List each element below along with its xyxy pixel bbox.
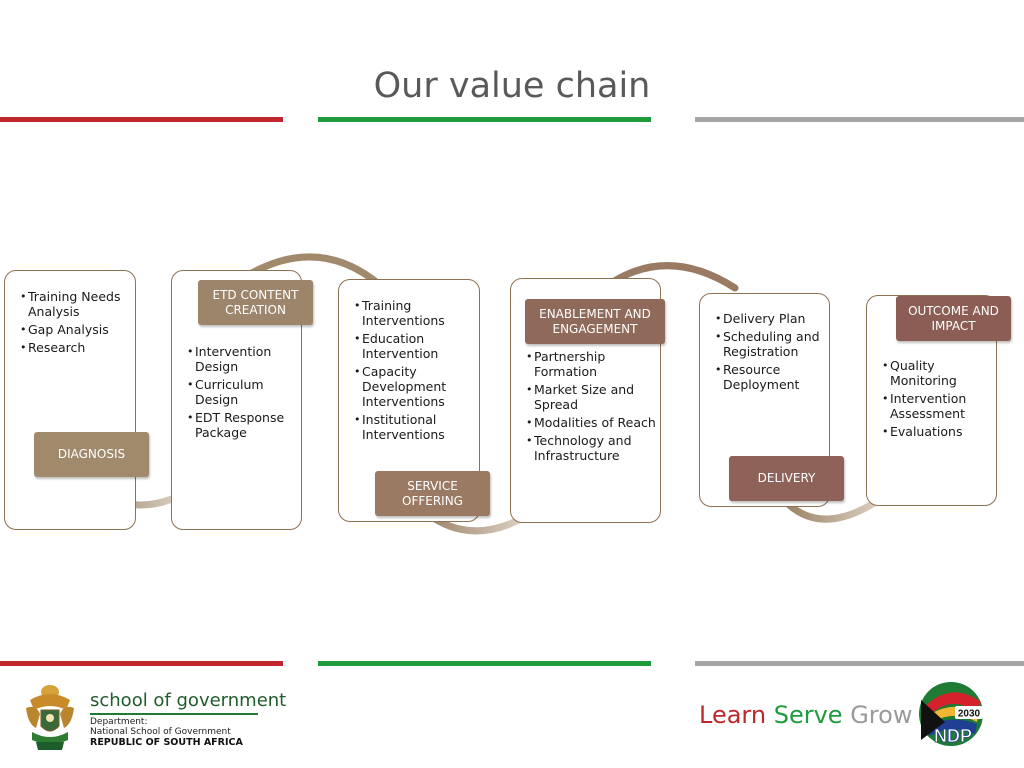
ndp-logo-icon: 2030 NDP [919,682,983,746]
slogan-serve: Serve [773,701,843,729]
stage-label-diagnosis: DIAGNOSIS [34,432,149,477]
top-rule-grey [695,117,1024,122]
top-rule-green [318,117,651,122]
bottom-rule-green [318,661,651,666]
stage-label-content-creation: ETD CONTENT CREATION [198,280,313,325]
department-line-2: National School of Government [90,727,231,737]
list-item: Delivery Plan [715,311,827,326]
list-item: EDT Response Package [187,410,299,440]
list-item: Training Interventions [354,298,474,328]
department-line-1: Department: [90,717,148,727]
list-item: Modalities of Reach [526,415,656,430]
page-title: Our value chain [373,66,651,106]
list-item: Technology and Infrastructure [526,433,656,463]
stage-bullets-diagnosis: Training Needs Analysis Gap Analysis Res… [20,289,132,358]
ndp-text: NDP [934,726,972,746]
department-label: Department: National School of Governmen… [90,717,231,737]
slogan: Learn Serve Grow [699,701,912,729]
stage-bullets-delivery: Delivery Plan Scheduling and Registratio… [715,311,827,395]
list-item: Evaluations [882,424,994,439]
ndp-year: 2030 [958,709,981,720]
list-item: Institutional Interventions [354,412,474,442]
list-item: Gap Analysis [20,322,132,337]
stage-bullets-content-creation: Intervention Design Curriculum Design ED… [187,344,299,443]
stage-bullets-enablement: Partnership Formation Market Size and Sp… [526,349,656,466]
list-item: Curriculum Design [187,377,299,407]
stage-bullets-service-offering: Training Interventions Education Interve… [354,298,474,445]
org-underline [90,713,258,715]
country-label: REPUBLIC OF SOUTH AFRICA [90,737,243,748]
list-item: Intervention Design [187,344,299,374]
arc-content-to-service [246,253,384,289]
list-item: Education Intervention [354,331,474,361]
bottom-rule-red [0,661,283,666]
list-item: Partnership Formation [526,349,656,379]
slogan-learn: Learn [699,701,767,729]
list-item: Market Size and Spread [526,382,656,412]
bottom-rule-grey [695,661,1024,666]
stage-label-enablement: ENABLEMENT AND ENGAGEMENT [525,299,665,344]
list-item: Resource Deployment [715,362,827,392]
list-item: Training Needs Analysis [20,289,132,319]
stage-label-delivery: DELIVERY [729,456,844,501]
list-item: Research [20,340,132,355]
list-item: Quality Monitoring [882,358,994,388]
stage-label-outcome: OUTCOME AND IMPACT [896,296,1011,341]
coat-of-arms-icon [26,685,74,750]
list-item: Scheduling and Registration [715,329,827,359]
stage-bullets-outcome: Quality Monitoring Intervention Assessme… [882,358,994,442]
list-item: Capacity Development Interventions [354,364,474,409]
stage-label-service-offering: SERVICE OFFERING [375,471,490,516]
top-rule-red [0,117,283,122]
org-name: school of government [90,690,287,711]
list-item: Intervention Assessment [882,391,994,421]
slogan-grow: Grow [850,701,913,729]
